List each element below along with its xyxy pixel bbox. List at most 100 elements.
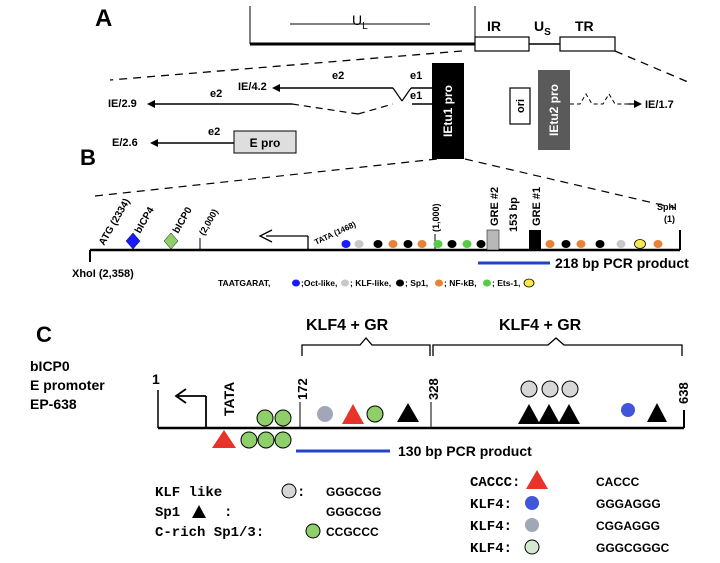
sp1-site <box>388 240 398 248</box>
klf-like-circle <box>561 380 579 398</box>
klf4-blue-circle <box>621 403 635 417</box>
genome-map: UL IR US TR <box>249 6 616 52</box>
legend-klf: ; KLF-like, <box>350 278 391 288</box>
panel-label-b: B <box>80 145 96 170</box>
legend-c-left: KLF like : GGGCGG Sp1 : GGGCGG C-rich Sp… <box>155 483 381 541</box>
klf4-grey-circle <box>317 406 333 422</box>
sp1-triangle <box>538 404 560 424</box>
pos-172-label: 172 <box>295 378 310 400</box>
legend-klf4-c: KLF4: <box>470 541 512 557</box>
legend-taatgarat: TAATGARAT, <box>218 278 270 288</box>
legend-sp1-seq: GGGCGG <box>326 505 381 519</box>
tr-label: TR <box>575 18 594 34</box>
legend-b: TAATGARAT, ;Oct-like, ; KLF-like, ; Sp1,… <box>218 278 535 288</box>
klf-site <box>447 240 457 248</box>
legend-nfkb: ; NF-kB, <box>444 278 477 288</box>
us-label: US <box>534 18 551 38</box>
ir-label: IR <box>487 18 501 34</box>
ietu2-box <box>538 70 570 150</box>
ietu1-label: IEtu1 pro <box>441 85 455 137</box>
caccc-triangle <box>342 404 364 424</box>
legend-klf4-c-seq: GGGCGGGC <box>596 541 670 555</box>
klf-site <box>595 240 605 248</box>
motifs-c <box>212 380 667 449</box>
legend-oct: ;Oct-like, <box>301 278 337 288</box>
tata-label-c: TATA <box>221 382 237 416</box>
sphi-label: SphI <box>657 202 677 212</box>
bicp0-label: bICP0 <box>171 205 195 235</box>
svg-text::: : <box>297 485 305 501</box>
klf-site <box>403 240 413 248</box>
e-pro-box <box>233 130 297 154</box>
legend-ets: ; Ets-1, <box>492 278 520 288</box>
sp1-site <box>545 240 555 248</box>
tss-arrow-b <box>258 229 309 250</box>
e26-label: E/2.6 <box>112 137 138 149</box>
crich-circle <box>366 405 384 423</box>
sp1-site <box>653 240 663 248</box>
transcript-e26: E/2.6 e2 E pro <box>112 126 297 154</box>
panel-label-c: C <box>36 322 52 347</box>
panel-label-a: A <box>95 5 112 32</box>
klf-site <box>373 240 383 248</box>
crich-circle <box>240 431 258 449</box>
tr-box <box>559 36 616 52</box>
ie42-label: IE/4.2 <box>238 81 267 93</box>
ietu1-box <box>432 63 464 159</box>
crich-circle <box>256 409 274 427</box>
sp1-site <box>576 240 586 248</box>
crich-circle <box>257 431 275 449</box>
sp1-site <box>417 240 427 248</box>
legend-sp1: Sp1 <box>155 505 180 521</box>
motif-dots-b <box>341 239 663 249</box>
brace-1 <box>301 337 431 356</box>
sp1-triangle <box>558 404 580 424</box>
crich-circle <box>274 409 292 427</box>
e2-low-label: e2 <box>208 126 220 138</box>
ori-label: ori <box>515 99 527 113</box>
e1-top-label: e1 <box>410 70 422 82</box>
e2-mid-label: e2 <box>210 88 222 100</box>
sp1-triangle <box>518 404 540 424</box>
svg-text::: : <box>224 505 232 521</box>
c-title-3: EP-638 <box>30 396 77 412</box>
gre1-label: GRE #1 <box>531 187 543 226</box>
bicp4-label: bICP4 <box>133 205 157 235</box>
pos-1-label: 1 <box>152 371 160 387</box>
legend-klf4-b-seq: CGGAGGG <box>596 519 660 533</box>
crich-circle <box>274 431 292 449</box>
pos-328-label: 328 <box>426 378 441 400</box>
legend-caccc: CACCC: <box>470 475 520 491</box>
tss-arrow-c <box>174 388 207 428</box>
sphi-pos-label: (1) <box>664 214 675 224</box>
oct-site <box>354 240 364 248</box>
xhoi-label: XhoI (2,358) <box>72 268 134 280</box>
klf-gr-1-label: KLF4 + GR <box>306 317 389 334</box>
ietu2-label: IEtu2 pro <box>547 84 561 136</box>
c-title-1: bICP0 <box>30 358 70 374</box>
legend-caccc-seq: CACCC <box>596 475 640 489</box>
transcript-ie42: IE/4.2 e2 e1 <box>238 70 432 102</box>
pcr-label-c: 130 bp PCR product <box>398 443 532 459</box>
bicp0-diamond <box>163 232 179 250</box>
ets-site <box>433 240 443 248</box>
klf-like-circle <box>520 380 538 398</box>
sp1-triangle <box>397 403 419 422</box>
klf-site <box>561 240 571 248</box>
ie17-label: IE/1.7 <box>645 99 674 111</box>
legend-klf4-a-seq: GGGAGGG <box>596 497 661 511</box>
ie29-label: IE/2.9 <box>108 98 137 110</box>
legend-klf4-b: KLF4: <box>470 519 512 535</box>
ir-box <box>474 36 530 52</box>
legend-crich: C-rich Sp1/3: <box>155 525 264 541</box>
gre2-label: GRE #2 <box>489 187 501 226</box>
transcript-ie29: IE/2.9 e2 e1 <box>108 88 432 115</box>
ori-box <box>509 87 531 125</box>
sp1-triangle <box>647 403 667 422</box>
legend-klf4-a: KLF4: <box>470 497 512 513</box>
gre1-box <box>529 230 541 250</box>
gre2-box <box>486 229 500 251</box>
e1-bottom-label: e1 <box>410 90 422 102</box>
brace-2 <box>432 337 683 356</box>
taatgarat-site <box>341 240 351 248</box>
